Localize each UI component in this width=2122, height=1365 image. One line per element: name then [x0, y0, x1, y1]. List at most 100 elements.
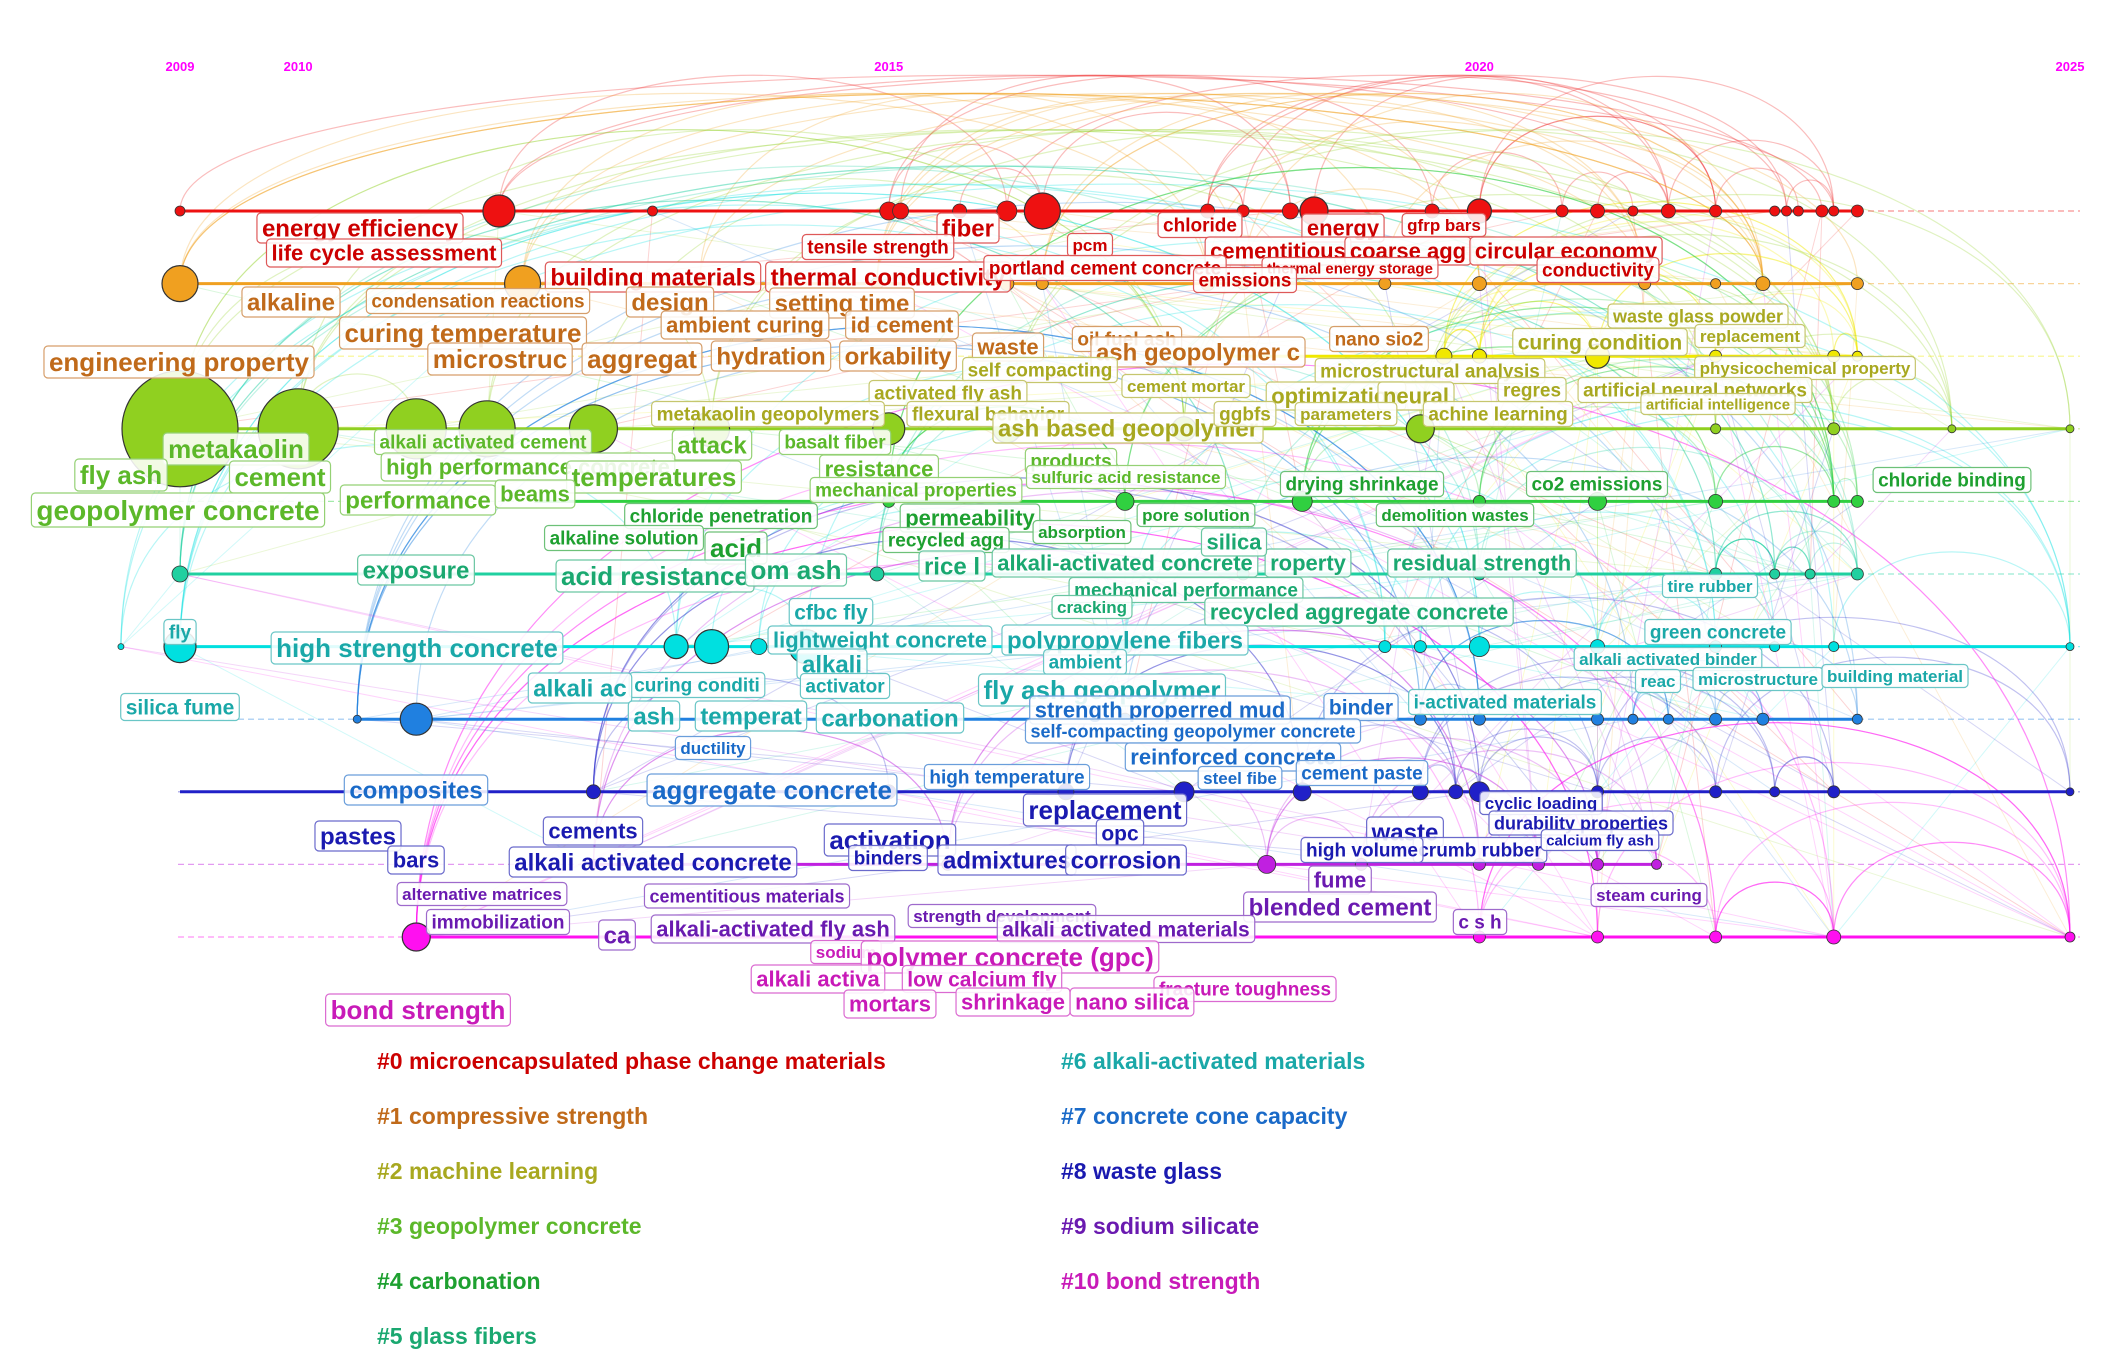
keyword-node[interactable] — [1411, 783, 1429, 801]
keyword-label[interactable]: id cement — [845, 310, 959, 340]
keyword-label[interactable]: high temperature — [923, 763, 1091, 791]
keyword-label[interactable]: reinforced concrete — [1124, 742, 1342, 772]
keyword-label[interactable]: basalt fiber — [778, 428, 892, 456]
keyword-label[interactable]: replacement — [1694, 323, 1806, 349]
keyword-label[interactable]: residual strength — [1387, 548, 1577, 578]
keyword-label[interactable]: cement — [228, 460, 332, 494]
keyword-label[interactable]: calcium fly ash — [1540, 828, 1660, 852]
keyword-label[interactable]: cement mortar — [1121, 373, 1251, 399]
keyword-label[interactable]: temperat — [694, 700, 808, 732]
keyword-label[interactable]: alternative matrices — [396, 881, 568, 907]
keyword-label[interactable]: geopolymer concrete — [30, 492, 326, 528]
keyword-node[interactable] — [1755, 276, 1771, 292]
keyword-node[interactable] — [1555, 204, 1569, 218]
keyword-label[interactable]: orkability — [839, 340, 957, 372]
keyword-label[interactable]: immobilization — [425, 908, 571, 936]
keyword-node[interactable] — [1662, 713, 1674, 725]
keyword-label[interactable]: steam curing — [1590, 882, 1708, 908]
keyword-label[interactable]: cracking — [1051, 594, 1133, 620]
keyword-label[interactable]: gfrp bars — [1401, 212, 1487, 238]
keyword-label[interactable]: hydration — [710, 340, 832, 372]
keyword-node[interactable] — [1413, 640, 1427, 653]
keyword-label[interactable]: microstructure — [1692, 666, 1824, 692]
keyword-label[interactable]: ductility — [674, 735, 752, 761]
keyword-label[interactable]: steel fibe — [1197, 765, 1283, 791]
keyword-node[interactable] — [1591, 858, 1604, 871]
keyword-node[interactable] — [174, 205, 186, 217]
keyword-label[interactable]: tensile strength — [801, 233, 955, 261]
keyword-label[interactable]: parameters — [1294, 401, 1398, 427]
keyword-node[interactable] — [663, 633, 689, 660]
keyword-label[interactable]: acid resistance — [555, 559, 755, 593]
keyword-label[interactable]: cfbc fly — [788, 597, 874, 627]
keyword-label[interactable]: attack — [671, 429, 753, 461]
keyword-node[interactable] — [1850, 204, 1864, 218]
keyword-label[interactable]: c s h — [1452, 908, 1508, 936]
keyword-label[interactable]: temperatures — [566, 460, 742, 494]
keyword-label[interactable]: nano silica — [1069, 987, 1195, 1017]
keyword-node[interactable] — [1378, 277, 1392, 291]
keyword-label[interactable]: ambient — [1042, 648, 1128, 676]
keyword-node[interactable] — [1627, 713, 1639, 725]
keyword-node[interactable] — [996, 200, 1018, 222]
keyword-node[interactable] — [1591, 930, 1604, 944]
keyword-label[interactable]: fly ash — [74, 458, 168, 492]
keyword-node[interactable] — [1828, 205, 1840, 217]
keyword-node[interactable] — [750, 638, 768, 655]
keyword-label[interactable]: bars — [387, 845, 445, 875]
keyword-label[interactable]: silica — [1200, 527, 1268, 557]
keyword-label[interactable]: shrinkage — [955, 987, 1071, 1017]
keyword-label[interactable]: drying shrinkage — [1279, 470, 1445, 498]
keyword-node[interactable] — [2065, 424, 2075, 434]
keyword-node[interactable] — [399, 702, 433, 736]
keyword-label[interactable]: self compacting — [962, 356, 1118, 384]
keyword-node[interactable] — [1709, 930, 1723, 944]
keyword-label[interactable]: i-activated materials — [1408, 688, 1602, 716]
keyword-label[interactable]: engineering property — [43, 345, 315, 379]
keyword-node[interactable] — [2064, 931, 2076, 943]
keyword-label[interactable]: thermal conductivity — [765, 261, 1011, 293]
keyword-label[interactable]: achine learning — [1422, 400, 1574, 428]
keyword-node[interactable] — [1115, 491, 1135, 511]
keyword-node[interactable] — [869, 566, 885, 582]
keyword-node[interactable] — [1023, 192, 1061, 230]
keyword-node[interactable] — [1471, 276, 1487, 292]
keyword-label[interactable]: pore solution — [1136, 502, 1256, 528]
keyword-label[interactable]: metakaolin geopolymers — [651, 400, 885, 428]
keyword-label[interactable]: conductivity — [1536, 256, 1660, 284]
keyword-node[interactable] — [586, 784, 601, 800]
keyword-label[interactable]: emissions — [1192, 266, 1298, 294]
keyword-node[interactable] — [352, 714, 362, 724]
keyword-label[interactable]: aggregate concrete — [646, 773, 898, 807]
keyword-node[interactable] — [1792, 205, 1804, 217]
keyword-label[interactable]: aggregat — [581, 342, 703, 376]
keyword-label[interactable]: tire rubber — [1661, 573, 1759, 599]
keyword-node[interactable] — [1827, 785, 1841, 799]
keyword-label[interactable]: thermal energy storage — [1261, 256, 1439, 280]
keyword-node[interactable] — [2065, 642, 2075, 651]
keyword-label[interactable]: portland cement concrete — [983, 254, 1227, 282]
keyword-node[interactable] — [117, 643, 125, 650]
keyword-label[interactable]: chloride — [1157, 211, 1243, 239]
keyword-label[interactable]: alkaline solution — [543, 524, 705, 552]
keyword-label[interactable]: sulfuric acid resistance — [1025, 464, 1227, 490]
keyword-node[interactable] — [1448, 784, 1464, 800]
keyword-label[interactable]: green concrete — [1644, 618, 1792, 646]
keyword-node[interactable] — [1281, 202, 1299, 220]
keyword-node[interactable] — [1590, 203, 1605, 219]
keyword-label[interactable]: low calcium fly — [901, 964, 1063, 994]
keyword-node[interactable] — [1257, 855, 1277, 874]
keyword-label[interactable]: co2 emissions — [1525, 470, 1669, 498]
keyword-label[interactable]: cement paste — [1295, 759, 1429, 787]
keyword-label[interactable]: beams — [494, 479, 576, 509]
keyword-node[interactable] — [1769, 568, 1781, 580]
keyword-node[interactable] — [693, 628, 730, 665]
keyword-label[interactable]: admixtures — [937, 844, 1077, 876]
keyword-node[interactable] — [1468, 636, 1490, 657]
keyword-label[interactable]: alkali activated binder — [1573, 646, 1763, 672]
keyword-label[interactable]: alkali ac — [527, 672, 633, 704]
keyword-label[interactable]: mortars — [843, 989, 937, 1019]
keyword-label[interactable]: fume — [1308, 865, 1372, 895]
keyword-label[interactable]: fracture toughness — [1153, 975, 1337, 1003]
keyword-node[interactable] — [1710, 423, 1722, 435]
